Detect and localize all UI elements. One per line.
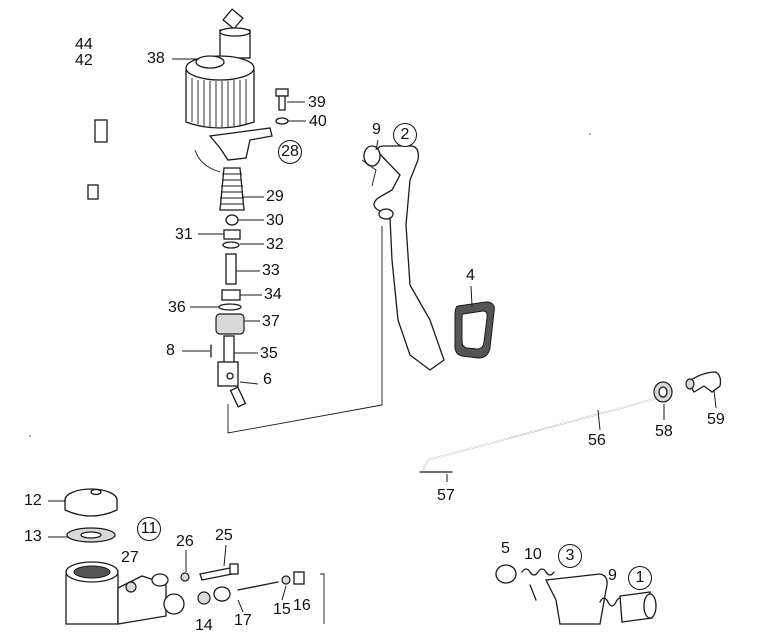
label-29: 29: [266, 188, 284, 205]
label-25: 25: [215, 527, 233, 544]
label-33: 33: [262, 262, 280, 279]
label-44: 44: [75, 36, 93, 53]
brake-master-cylinder: [64, 488, 325, 625]
clutch-pedal: [361, 145, 445, 371]
label-34: 34: [264, 286, 282, 303]
label-1: 1: [628, 566, 652, 590]
label-38: 38: [147, 50, 165, 67]
fluid-reservoir: [185, 27, 255, 129]
label-42: 42: [75, 52, 93, 69]
label-32: 32: [266, 236, 284, 253]
pedal-pivot-assembly: [495, 564, 657, 625]
label-14: 14: [195, 617, 213, 634]
label-15: 15: [273, 601, 291, 618]
label-2: 2: [393, 123, 417, 147]
push-rod-components: [210, 167, 247, 408]
label-27: 27: [121, 549, 139, 566]
label-12: 12: [24, 492, 42, 509]
leader-lines: [48, 58, 717, 613]
mounting-bracket: [194, 127, 273, 173]
label-37: 37: [262, 313, 280, 330]
label-28: 28: [278, 140, 302, 164]
fluid-pipe: [87, 8, 244, 200]
label-17: 17: [234, 612, 252, 629]
label-10: 10: [524, 546, 542, 563]
label-3: 3: [558, 544, 582, 568]
label-9-lower: 9: [608, 567, 617, 584]
label-26: 26: [176, 533, 194, 550]
label-35: 35: [260, 345, 278, 362]
label-30: 30: [266, 212, 284, 229]
label-5: 5: [501, 540, 510, 557]
label-58: 58: [655, 423, 673, 440]
label-57: 57: [437, 487, 455, 504]
release-rod: [419, 371, 722, 473]
label-16: 16: [293, 597, 311, 614]
label-39: 39: [308, 94, 326, 111]
label-11: 11: [137, 517, 161, 541]
label-40: 40: [309, 113, 327, 130]
label-31: 31: [175, 226, 193, 243]
label-9-upper: 9: [372, 121, 381, 138]
label-56: 56: [588, 432, 606, 449]
label-59: 59: [707, 411, 725, 428]
bolt-and-washer: [275, 88, 289, 125]
label-4: 4: [466, 267, 475, 284]
label-36: 36: [168, 299, 186, 316]
label-8: 8: [166, 342, 175, 359]
label-6: 6: [263, 371, 272, 388]
label-13: 13: [24, 528, 42, 545]
pedal-pad: [454, 301, 495, 359]
